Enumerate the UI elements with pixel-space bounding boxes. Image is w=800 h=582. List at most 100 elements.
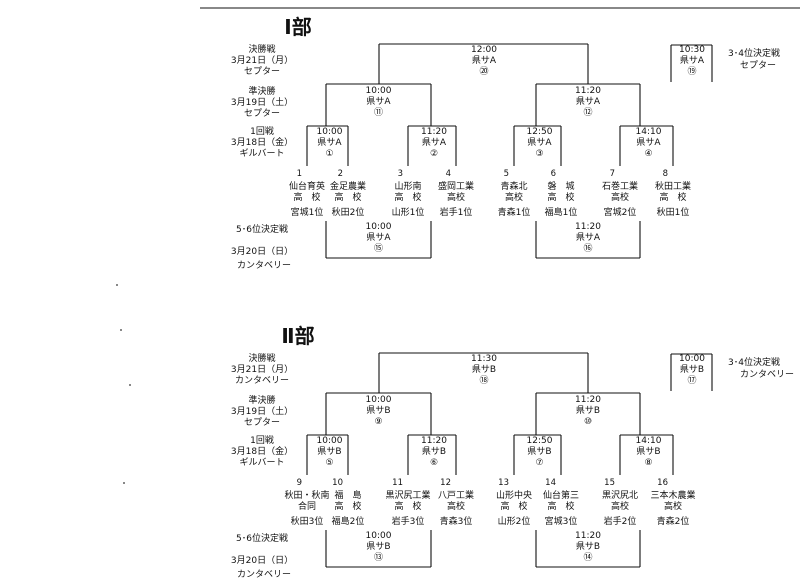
place56-match-1-number: ⑬ <box>374 552 383 563</box>
semi-match-1-court: 県サB <box>366 405 390 416</box>
team-name-suffix: 高 校 <box>500 500 527 512</box>
team-name-suffix: 高 校 <box>394 191 421 203</box>
round-label-place56-venue: カンタベリー <box>237 260 291 271</box>
first-round-match-4-time: 14:10 <box>636 436 662 446</box>
semi-match-1-time: 10:00 <box>366 395 392 405</box>
team-name-suffix: 高 校 <box>547 191 574 203</box>
team-rank: 岩手2位 <box>604 515 637 527</box>
team-name: 仙台第三 <box>543 489 579 501</box>
team-rank: 山形2位 <box>498 515 531 527</box>
team-seed: 10 <box>332 478 343 488</box>
team-seed: 15 <box>604 478 615 488</box>
round-label-first: 1回戦 <box>250 434 274 446</box>
round-label-final: 3月21日（月） <box>231 55 293 66</box>
first-round-match-1-number: ⑤ <box>325 458 333 468</box>
team-name: 石巻工業 <box>602 180 638 192</box>
team-seed: 11 <box>392 478 403 488</box>
place56-match-2-court: 県サA <box>576 232 601 243</box>
first-round-match-1-number: ① <box>325 149 333 159</box>
round-label-first: 1回戦 <box>250 125 274 137</box>
team-rank: 青森1位 <box>498 206 531 218</box>
team-rank: 青森3位 <box>440 515 473 527</box>
team-seed: 9 <box>297 478 302 488</box>
round-label-semi: セプター <box>244 417 280 428</box>
round-label-semi: 準決勝 <box>248 394 275 406</box>
round-label-place56-date: 3月20日（日） <box>231 555 293 566</box>
team-seed: 6 <box>551 169 556 179</box>
team-rank: 青森2位 <box>657 515 690 527</box>
team-rank: 秋田1位 <box>657 206 690 218</box>
round-label-semi: 3月19日（土） <box>231 405 293 417</box>
semi-match-2-court: 県サA <box>576 96 601 107</box>
third-place-label: 3･4位決定戦 <box>728 356 780 368</box>
semi-match-1-number: ⑨ <box>374 417 382 427</box>
first-round-match-3-time: 12:50 <box>527 127 553 137</box>
team-seed: 14 <box>545 478 556 488</box>
first-round-match-4-number: ⑧ <box>644 458 652 468</box>
place56-match-2-number: ⑯ <box>583 243 592 254</box>
round-label-final: 決勝戦 <box>248 43 275 55</box>
round-label-place56: 5･6位決定戦 <box>236 532 288 544</box>
scan-speck <box>123 482 125 484</box>
team-name-suffix: 高 校 <box>659 191 686 203</box>
team-name: 三本木農業 <box>650 489 695 501</box>
third-place-match-number: ⑰ <box>687 375 696 386</box>
team-seed: 4 <box>446 169 451 179</box>
team-rank: 宮城1位 <box>291 206 324 218</box>
final-match-number: ⑳ <box>479 66 488 77</box>
team-name-suffix: 高校 <box>447 191 465 203</box>
place56-match-1-court: 県サA <box>366 232 391 243</box>
round-label-first: 3月18日（金） <box>231 445 293 457</box>
team-name: 山形中央 <box>496 489 532 501</box>
third-place-venue: セプター <box>740 60 776 71</box>
round-label-semi: 準決勝 <box>248 85 275 97</box>
round-label-place56: 5･6位決定戦 <box>236 223 288 235</box>
team-name-suffix: 高 校 <box>334 500 361 512</box>
team-name-suffix: 合同 <box>298 500 316 512</box>
team-name-suffix: 高校 <box>664 500 682 512</box>
team-rank: 秋田3位 <box>291 515 324 527</box>
third-place-match-court: 県サA <box>680 55 705 66</box>
place56-match-1-court: 県サB <box>366 541 390 552</box>
place56-match-1-time: 10:00 <box>366 531 392 541</box>
scan-speck <box>120 329 122 331</box>
final-match-time: 12:00 <box>471 45 497 55</box>
first-round-match-1-time: 10:00 <box>317 127 343 137</box>
first-round-match-4-time: 14:10 <box>636 127 662 137</box>
round-label-final: 決勝戦 <box>248 352 275 364</box>
first-round-match-3-number: ⑦ <box>535 458 543 468</box>
section-title: Ⅰ部 <box>284 15 311 39</box>
place56-match-2-court: 県サB <box>576 541 600 552</box>
team-rank: 秋田2位 <box>332 206 365 218</box>
team-rank: 岩手1位 <box>440 206 473 218</box>
round-label-semi: セプター <box>244 108 280 119</box>
place56-match-1-time: 10:00 <box>366 222 392 232</box>
team-name: 磐 城 <box>547 180 574 192</box>
semi-match-2-time: 11:20 <box>575 86 601 96</box>
semi-match-1-number: ⑪ <box>374 107 383 118</box>
first-round-match-2-court: 県サB <box>422 446 446 457</box>
scan-speck <box>129 384 131 386</box>
final-match-time: 11:30 <box>471 354 497 364</box>
first-round-match-2-court: 県サA <box>422 137 447 148</box>
team-rank: 山形1位 <box>392 206 425 218</box>
third-place-match-time: 10:00 <box>679 354 705 364</box>
third-place-match-number: ⑲ <box>687 66 696 77</box>
team-rank: 福島1位 <box>545 206 578 218</box>
first-round-match-4-court: 県サA <box>636 137 661 148</box>
first-round-match-3-number: ③ <box>535 149 543 159</box>
team-name: 秋田・秋南 <box>284 489 329 501</box>
round-label-final: 3月21日（月） <box>231 364 293 375</box>
round-label-semi: 3月19日（土） <box>231 96 293 108</box>
team-rank: 宮城3位 <box>545 515 578 527</box>
team-seed: 13 <box>498 478 509 488</box>
team-name-suffix: 高校 <box>611 191 629 203</box>
team-name: 秋田工業 <box>655 180 691 192</box>
team-name-suffix: 高 校 <box>334 191 361 203</box>
first-round-match-1-court: 県サB <box>317 446 341 457</box>
semi-match-2-time: 11:20 <box>575 395 601 405</box>
team-seed: 12 <box>440 478 451 488</box>
team-seed: 7 <box>610 169 615 179</box>
team-name-suffix: 高 校 <box>547 500 574 512</box>
round-label-final: セプター <box>244 66 280 77</box>
